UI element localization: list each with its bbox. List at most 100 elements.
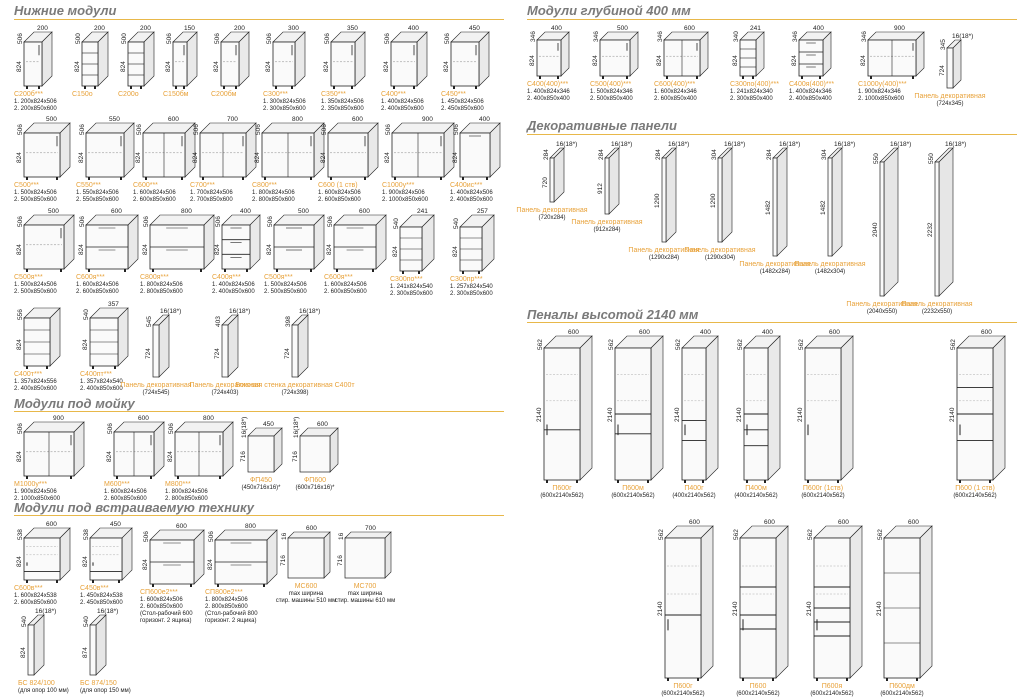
module-name: Панель декоративная xyxy=(516,207,588,214)
module-name: М800*** xyxy=(165,481,191,488)
module-name: П600г (1ств) xyxy=(802,485,844,492)
height-dim: 2140 xyxy=(797,407,804,422)
module-size-1: 1. 550x824x506 xyxy=(76,190,119,196)
width-dim: 500 xyxy=(298,208,309,215)
width-dim: 550 xyxy=(109,116,120,123)
depth-dim: 304 xyxy=(821,149,828,160)
width-dim: 450 xyxy=(110,521,121,528)
module-size-1: (600x2140x562) xyxy=(880,691,924,697)
module-size-1: (1482x284) xyxy=(759,269,791,275)
height-dim: 824 xyxy=(167,451,174,462)
module-size-1: 1. 357x824x556 xyxy=(14,379,57,385)
height-dim: 824 xyxy=(106,451,113,462)
module-size-2: 2. 500x850x400 xyxy=(590,96,633,102)
height-dim: 824 xyxy=(16,339,23,350)
module-size-1: (для опор 150 мм) xyxy=(80,688,131,694)
depth-dim: 284 xyxy=(598,149,605,160)
module-size-1: (724x403) xyxy=(211,390,239,396)
module-size-2: 2. 1000x850x600 xyxy=(858,96,905,102)
module-size-1: 1. 350x824x506 xyxy=(321,99,364,105)
height-dim: 824 xyxy=(192,152,199,163)
width-dim: 16(18*) xyxy=(952,33,973,40)
width-dim: 900 xyxy=(894,25,905,32)
module-name: Панель декоративная xyxy=(120,382,192,389)
module-name: П600я xyxy=(821,683,843,690)
depth-dim: 550 xyxy=(873,153,880,164)
module-name: П600г xyxy=(552,485,572,492)
height-dim: 824 xyxy=(16,244,23,255)
module-size-1: (400x2140x562) xyxy=(672,493,716,499)
module-size-2: 2. 600x850x600 xyxy=(14,600,57,606)
depth-dim: 556 xyxy=(17,309,24,320)
depth-dim: 506 xyxy=(208,531,215,542)
module-size-1: 1. 241x824x340 xyxy=(730,89,773,95)
height-dim: 2140 xyxy=(674,407,681,422)
module-size-1: 1. 600x824x506 xyxy=(104,489,147,495)
width-dim: 16(18*) xyxy=(724,141,745,148)
height-dim: 824 xyxy=(392,246,399,257)
module-name: П600 (1 ств) xyxy=(955,485,995,492)
module-size-1: (600x2140x562) xyxy=(611,493,655,499)
depth-dim: 506 xyxy=(384,33,391,44)
height-dim: 824 xyxy=(320,152,327,163)
height-dim: 824 xyxy=(78,244,85,255)
module-name: С500я*** xyxy=(14,274,43,281)
width-dim: 16(18*) xyxy=(299,308,320,315)
depth-dim: 538 xyxy=(17,529,24,540)
module-size-1: (450x716x16)* xyxy=(241,485,281,491)
depth-dim: 506 xyxy=(166,33,173,44)
module-name: П400м xyxy=(745,485,767,492)
width-dim: 450 xyxy=(263,421,274,428)
depth-dim: 562 xyxy=(877,529,884,540)
module-size-2: 2. 800x850x600 xyxy=(165,496,208,502)
height-dim: 824 xyxy=(16,152,23,163)
module-note-2: горизонт. 2 ящика) xyxy=(205,618,257,624)
section-rule xyxy=(14,515,504,516)
module-size-2: 2. 300x850x600 xyxy=(450,291,493,297)
width-dim: 600 xyxy=(838,519,849,526)
module-size-1: (912x284) xyxy=(593,227,621,233)
height-dim: 716 xyxy=(280,555,287,566)
depth-dim: 540 xyxy=(453,218,460,229)
module-size-1: 1. 600x824x506 xyxy=(133,190,176,196)
height-dim: 824 xyxy=(452,246,459,257)
module-size-2: 2. 800x850x600 xyxy=(140,289,183,295)
module-size-1: 1. 400x824x346 xyxy=(527,89,570,95)
height-dim: 824 xyxy=(443,61,450,72)
width-dim: 600 xyxy=(568,329,579,336)
depth-dim: 398 xyxy=(285,316,292,327)
height-dim: 824 xyxy=(120,61,127,72)
width-dim: 700 xyxy=(365,525,376,532)
module-size-1: 1. 241x824x540 xyxy=(390,284,433,290)
section-rule xyxy=(527,134,1017,135)
height-dim: 824 xyxy=(213,61,220,72)
width-dim: 400 xyxy=(479,116,490,123)
width-dim: 200 xyxy=(140,25,151,32)
height-dim: 874 xyxy=(82,647,89,658)
module-name: С550*** xyxy=(76,182,101,189)
height-dim: 2140 xyxy=(949,407,956,422)
module-size-1: (724x345) xyxy=(936,101,964,107)
depth-dim: 346 xyxy=(792,31,799,42)
module-name: С800я*** xyxy=(140,274,169,281)
width-dim: 600 xyxy=(317,421,328,428)
module-size-1: (600x2140x562) xyxy=(661,691,705,697)
module-size-1: (2040x550) xyxy=(866,309,898,315)
height-dim: 2140 xyxy=(607,407,614,422)
width-dim: 600 xyxy=(306,525,317,532)
module-name: МС700 xyxy=(353,583,377,590)
module-name: С1000у(400)*** xyxy=(858,81,907,88)
